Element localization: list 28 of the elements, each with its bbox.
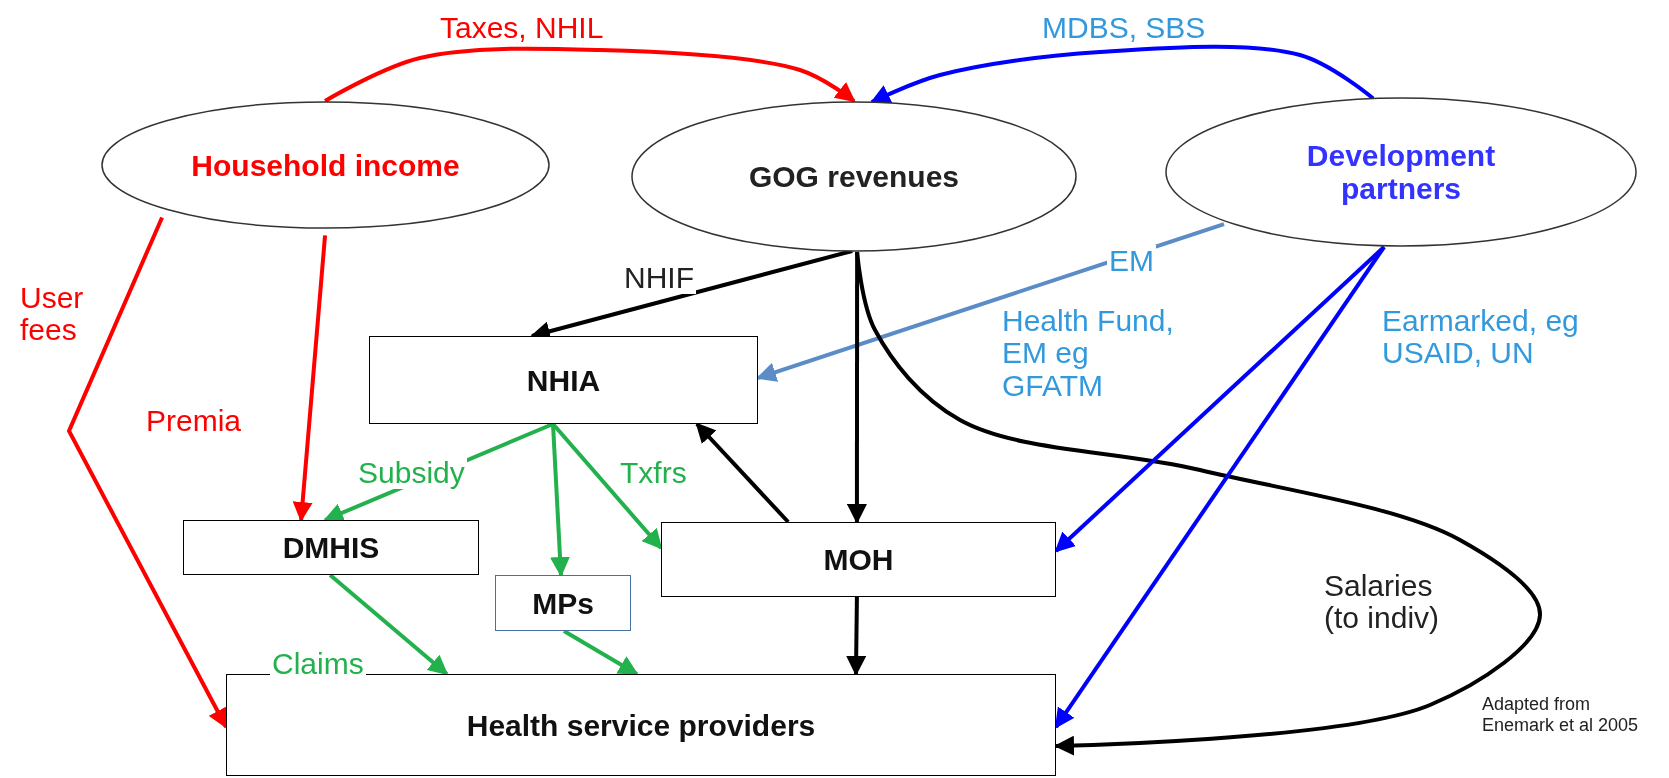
- node-label: MOH: [823, 543, 894, 576]
- source-note: Adapted from Enemark et al 2005: [1482, 694, 1640, 736]
- node-label: Health service providers: [466, 708, 816, 742]
- arrow: [66, 216, 228, 729]
- arrow: [695, 422, 790, 524]
- node-label: MPs: [532, 586, 594, 620]
- node-label: DMHIS: [282, 531, 380, 564]
- node-label: Development partners: [1305, 139, 1497, 205]
- arrow: [846, 596, 867, 676]
- arrow: [1054, 245, 1386, 729]
- process-box: [369, 336, 758, 424]
- node-label: GOG revenues: [748, 160, 960, 193]
- arrow: [324, 46, 856, 103]
- arrow: [756, 222, 1225, 382]
- arrow: [292, 235, 328, 522]
- node-label: NHIA: [526, 363, 601, 397]
- arrow: [870, 44, 1375, 104]
- process-box: [226, 674, 1056, 776]
- process-box: [183, 520, 479, 575]
- process-box: [661, 522, 1056, 597]
- process-box: [495, 575, 631, 631]
- arrow: [855, 251, 1542, 756]
- edge-label: Subsidy: [356, 457, 467, 490]
- arrow: [1054, 245, 1386, 553]
- arrow: [562, 629, 639, 676]
- arrow: [328, 573, 449, 676]
- node-label: Household income: [191, 148, 460, 182]
- arrow: [550, 423, 570, 577]
